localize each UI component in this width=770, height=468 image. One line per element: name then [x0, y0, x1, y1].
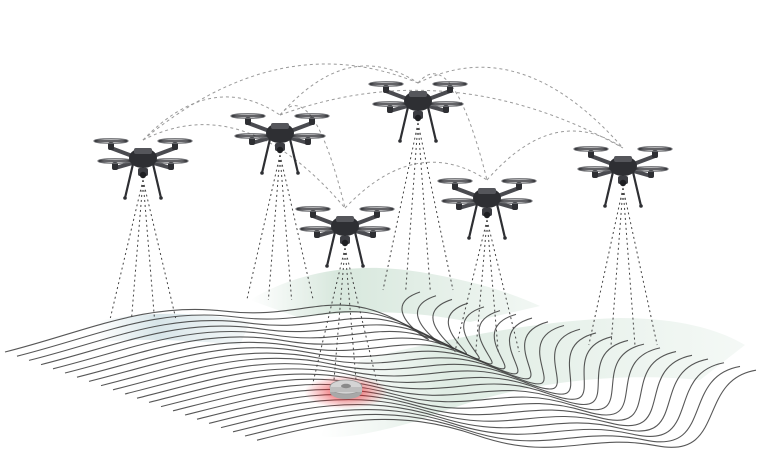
sensor-beam: [610, 187, 624, 346]
sensor-beam: [417, 122, 431, 291]
terrain-contour-lines: [4, 291, 757, 448]
sensor-beam: [382, 122, 419, 291]
terrain-line: [232, 362, 725, 437]
drone-icon: [295, 206, 395, 268]
terrain-line: [160, 339, 629, 408]
terrain-line: [148, 336, 613, 403]
terrain-line: [244, 365, 741, 443]
sensor-beam: [142, 179, 177, 319]
drone-icon: [93, 138, 193, 200]
sensor-beam: [311, 247, 346, 386]
ground-sensor-icon: [304, 375, 388, 409]
drone-icon: [230, 113, 330, 175]
sensor-beam: [109, 179, 144, 319]
terrain-line: [100, 321, 549, 387]
mesh-link: [279, 65, 419, 116]
terrain-line: [40, 302, 469, 366]
sensor-beam: [344, 247, 379, 386]
sensor-beam: [622, 187, 658, 346]
terrain-line: [76, 313, 517, 378]
drone-swarm: [93, 81, 673, 268]
terrain-line: [16, 295, 442, 357]
drone-sensor-beams: [109, 122, 658, 386]
terrain-line: [124, 328, 581, 395]
terrain-line: [52, 306, 485, 370]
mesh-link: [279, 89, 624, 149]
mesh-link: [142, 63, 419, 141]
sensor-beam: [267, 154, 281, 301]
drone-icon: [573, 146, 673, 208]
mesh-link: [344, 161, 488, 209]
sensor-beam: [486, 219, 499, 353]
sensor-beam: [588, 187, 624, 346]
drone-icon: [368, 81, 468, 143]
terrain-line: [256, 369, 757, 448]
sensor-beam: [417, 122, 454, 291]
sensor-beam: [246, 154, 281, 301]
terrain-line: [184, 347, 661, 416]
sensor-beam: [142, 179, 155, 319]
sensor-beam: [279, 154, 293, 301]
terrain-line: [136, 332, 597, 399]
sensor-beam: [475, 219, 488, 353]
terrain-line: [88, 317, 533, 382]
terrain-line: [196, 351, 677, 421]
terrain-line: [172, 343, 645, 412]
terrain-line: [28, 298, 455, 361]
terrain-shading: [95, 267, 745, 438]
drone-icon: [437, 178, 537, 240]
terrain-line: [64, 310, 501, 374]
mesh-link: [142, 124, 346, 209]
sensor-beam: [405, 122, 419, 291]
terrain-line: [112, 324, 565, 391]
sensor-beam: [622, 187, 636, 346]
sensor-beam: [333, 247, 346, 386]
sensor-beam: [131, 179, 144, 319]
